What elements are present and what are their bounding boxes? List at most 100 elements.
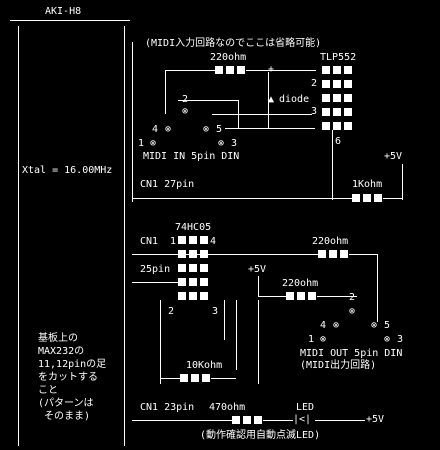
resistor-block [297,292,305,300]
led-resistor-label: 470ohm [209,402,246,413]
opto-block [344,94,352,102]
title-underline [10,20,130,21]
out-din-pin-4-symbol: ⊗ [333,320,340,331]
resistor-block [374,194,382,202]
wire [132,420,232,421]
ic-block [178,264,186,272]
wire [224,300,225,340]
wire [236,300,237,370]
opto-block [322,94,330,102]
diode-label: diode [279,94,310,105]
ic-block [200,278,208,286]
resistor-block [215,66,223,74]
board-note-4: をカットする [38,372,98,383]
midi-in-bus [132,42,133,202]
board-left-edge [18,26,19,446]
board-note-5: こと [38,385,58,396]
midi-in-resistor-label: 220ohm [210,52,247,63]
wire [402,164,403,200]
resistor-block [232,416,240,424]
board-note-1: 基板上の [38,333,78,344]
junction: + [268,64,275,75]
board-right-edge [124,26,125,446]
opto-block [322,122,330,130]
ic-block [189,236,197,244]
ic-block [189,264,197,272]
wire [258,276,259,296]
out-din-pin-1: 1 [308,334,315,345]
resistor-bottom-label: 10Kohm [186,360,223,371]
xtal-label: Xtal = 16.00MHz [22,165,113,176]
board-note-2: MAX232の [38,346,85,357]
opto-pin-3: 3 [311,106,318,117]
ic-pin-4: 4 [210,236,217,247]
board-note-6: (パターンは [38,398,94,409]
wire [132,198,352,199]
out-din-pin-3-symbol: ⊗ [384,334,391,345]
resistor-block [318,250,326,258]
pin25-label: 25pin [140,264,171,275]
resistor-block [340,250,348,258]
opto-pin-6: 6 [335,136,342,147]
wire [332,130,333,200]
resistor-mid-label: 220ohm [282,278,319,289]
ic-block [178,236,186,244]
wire [383,198,402,199]
resistor-block [180,374,188,382]
wire [349,254,377,255]
midi-in-supply: +5V [384,151,403,162]
ic-block [178,250,186,258]
ic-block [200,292,208,300]
opto-block [333,94,341,102]
din-pin-4: 4 [152,124,159,135]
din-pin-2-symbol: ⊗ [182,106,189,117]
resistor-block [191,374,199,382]
din-pin-2: 2 [182,94,189,105]
wire [263,420,293,421]
out-din-pin-5-symbol: ⊗ [371,320,378,331]
board-note-7: そのまま) [38,411,91,422]
din-pin-1: 1 [138,138,145,149]
ic-block [189,250,197,258]
wire [132,254,318,255]
opto-block [333,66,341,74]
resistor-block [286,292,294,300]
ic-block [189,292,197,300]
cn1-label: CN1 [140,236,159,247]
opto-block [322,66,330,74]
midi-in-connector-label: MIDI IN 5pin DIN [143,151,240,162]
ic-block [200,236,208,244]
board-note-3: 11,12pinの足 [38,359,107,370]
resistor-block [226,66,234,74]
resistor-block [352,194,360,202]
diode-symbol: ▲ [268,94,275,105]
wire [160,378,180,379]
out-din-pin-2-symbol: ⊗ [349,306,356,317]
wire [132,282,178,283]
wire [268,72,269,128]
resistor-block [243,416,251,424]
resistor-block [363,194,371,202]
opto-block [344,108,352,116]
resistor-block [202,374,210,382]
ic-pin-1: 1 [170,236,177,247]
resistor-block [237,66,245,74]
out-supply-label: +5V [248,264,267,275]
opto-block [322,80,330,88]
opto-block [333,108,341,116]
wire [246,70,316,71]
din-pin-3-symbol: ⊗ [218,138,225,149]
optocoupler-label: TLP552 [320,52,357,63]
wire [165,70,215,71]
led-label: LED [296,402,315,413]
wire [258,300,259,384]
inv-pin-3: 3 [212,306,219,317]
ic-label: 74HC05 [175,222,212,233]
opto-block [344,80,352,88]
resistor-block [329,250,337,258]
din-pin-4-symbol: ⊗ [165,124,172,135]
din-pin-5-symbol: ⊗ [203,124,210,135]
resistor-block [308,292,316,300]
opto-block [333,122,341,130]
opto-block [322,108,330,116]
